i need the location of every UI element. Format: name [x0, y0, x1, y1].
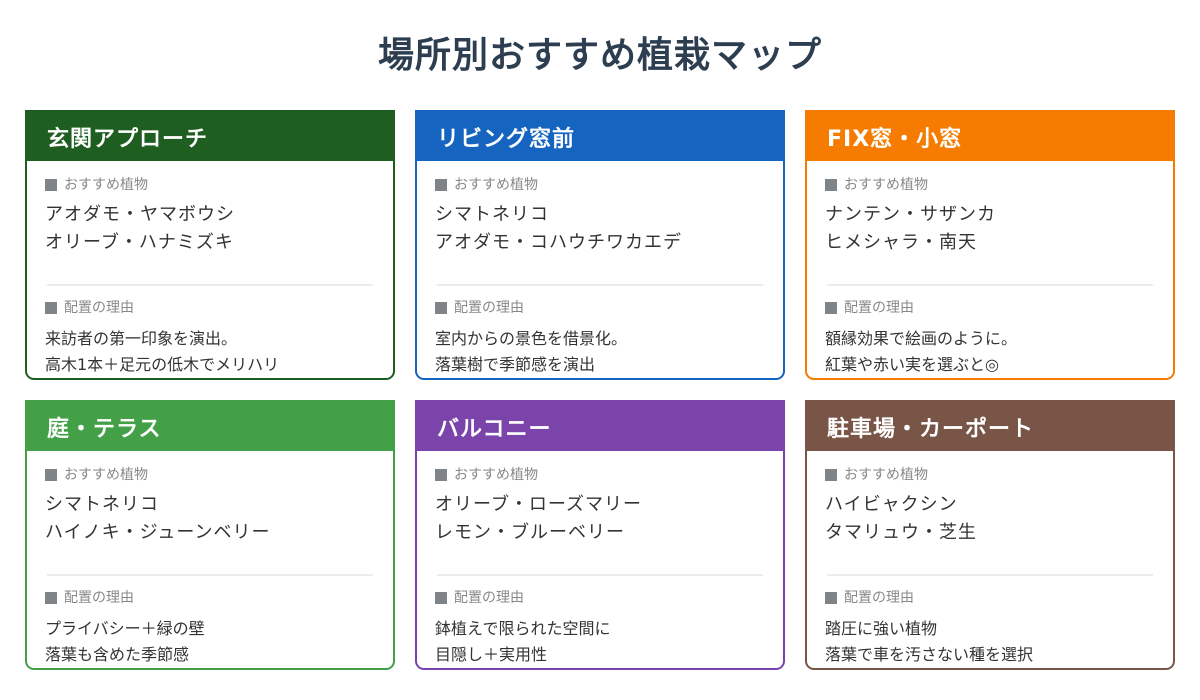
square-bullet-icon — [45, 179, 57, 191]
plants-label: おすすめ植物 — [435, 175, 765, 195]
card-grid: 玄関アプローチ おすすめ植物 アオダモ・ヤマボウシ オリーブ・ハナミズキ 配置の… — [25, 110, 1175, 670]
reason-line: 紅葉や赤い実を選ぶと◎ — [825, 355, 999, 374]
plants-label: おすすめ植物 — [45, 465, 375, 485]
plant-line: ヒメシャラ・南天 — [825, 232, 977, 253]
plant-line: レモン・ブルーベリー — [435, 522, 625, 543]
card-header: 駐車場・カーポート — [807, 402, 1173, 451]
reason-label: 配置の理由 — [435, 298, 765, 318]
location-card-balcony: バルコニー おすすめ植物 オリーブ・ローズマリー レモン・ブルーベリー 配置の理… — [415, 400, 785, 670]
square-bullet-icon — [435, 179, 447, 191]
square-bullet-icon — [45, 469, 57, 481]
plant-list: ハイビャクシン タマリュウ・芝生 — [825, 491, 1155, 555]
reason-label: 配置の理由 — [45, 298, 375, 318]
plants-label: おすすめ植物 — [45, 175, 375, 195]
square-bullet-icon — [435, 302, 447, 314]
plant-list: ナンテン・サザンカ ヒメシャラ・南天 — [825, 201, 1155, 265]
reason-label: 配置の理由 — [825, 298, 1155, 318]
plants-label: おすすめ植物 — [825, 465, 1155, 485]
divider — [827, 574, 1153, 576]
square-bullet-icon — [825, 592, 837, 604]
location-card-entrance: 玄関アプローチ おすすめ植物 アオダモ・ヤマボウシ オリーブ・ハナミズキ 配置の… — [25, 110, 395, 380]
square-bullet-icon — [435, 469, 447, 481]
location-card-living-window: リビング窓前 おすすめ植物 シマトネリコ アオダモ・コハウチワカエデ 配置の理由… — [415, 110, 785, 380]
location-card-garden-terrace: 庭・テラス おすすめ植物 シマトネリコ ハイノキ・ジューンベリー 配置の理由 プ… — [25, 400, 395, 670]
reason-line: 額縁効果で絵画のように。 — [825, 329, 1018, 348]
reason-line: プライバシー＋緑の壁 — [45, 619, 205, 638]
plant-line: タマリュウ・芝生 — [825, 522, 977, 543]
reason-text: 室内からの景色を借景化。 落葉樹で季節感を演出 — [435, 326, 765, 378]
reason-label: 配置の理由 — [435, 588, 765, 608]
reason-line: 目隠し＋実用性 — [435, 645, 548, 664]
plants-label: おすすめ植物 — [435, 465, 765, 485]
plant-list: シマトネリコ ハイノキ・ジューンベリー — [45, 491, 375, 555]
square-bullet-icon — [825, 179, 837, 191]
divider — [437, 574, 763, 576]
reason-line: 落葉も含めた季節感 — [45, 645, 190, 664]
location-card-fix-window: FIX窓・小窓 おすすめ植物 ナンテン・サザンカ ヒメシャラ・南天 配置の理由 … — [805, 110, 1175, 380]
plant-line: ナンテン・サザンカ — [825, 204, 996, 225]
reason-line: 落葉樹で季節感を演出 — [435, 355, 596, 374]
divider — [47, 574, 373, 576]
plant-list: オリーブ・ローズマリー レモン・ブルーベリー — [435, 491, 765, 555]
reason-line: 来訪者の第一印象を演出。 — [45, 329, 238, 348]
plant-list: アオダモ・ヤマボウシ オリーブ・ハナミズキ — [45, 201, 375, 265]
reason-text: 踏圧に強い植物 落葉で車を汚さない種を選択 — [825, 616, 1155, 668]
square-bullet-icon — [825, 302, 837, 314]
divider — [47, 284, 373, 286]
reason-line: 落葉で車を汚さない種を選択 — [825, 645, 1034, 664]
plant-line: ハイビャクシン — [825, 494, 958, 515]
plants-label: おすすめ植物 — [825, 175, 1155, 195]
reason-line: 踏圧に強い植物 — [825, 619, 938, 638]
plant-line: ハイノキ・ジューンベリー — [45, 522, 271, 543]
square-bullet-icon — [435, 592, 447, 604]
card-header: バルコニー — [417, 402, 783, 451]
divider — [827, 284, 1153, 286]
plant-line: シマトネリコ — [45, 494, 159, 515]
reason-text: 鉢植えで限られた空間に 目隠し＋実用性 — [435, 616, 765, 668]
location-card-parking-carport: 駐車場・カーポート おすすめ植物 ハイビャクシン タマリュウ・芝生 配置の理由 … — [805, 400, 1175, 670]
page-title: 場所別おすすめ植栽マップ — [377, 35, 822, 76]
card-header: リビング窓前 — [417, 112, 783, 161]
plant-line: オリーブ・ハナミズキ — [45, 232, 234, 253]
square-bullet-icon — [45, 302, 57, 314]
card-header: 玄関アプローチ — [27, 112, 393, 161]
reason-label: 配置の理由 — [45, 588, 375, 608]
plant-line: アオダモ・コハウチワカエデ — [435, 232, 682, 253]
plant-list: シマトネリコ アオダモ・コハウチワカエデ — [435, 201, 765, 265]
divider — [437, 284, 763, 286]
square-bullet-icon — [45, 592, 57, 604]
plant-line: オリーブ・ローズマリー — [435, 494, 643, 515]
card-header: FIX窓・小窓 — [807, 112, 1173, 161]
plant-line: アオダモ・ヤマボウシ — [45, 204, 235, 225]
reason-line: 鉢植えで限られた空間に — [435, 619, 611, 638]
reason-label: 配置の理由 — [825, 588, 1155, 608]
reason-line: 高木1本＋足元の低木でメリハリ — [45, 355, 280, 374]
card-header: 庭・テラス — [27, 402, 393, 451]
reason-line: 室内からの景色を借景化。 — [435, 329, 628, 348]
plant-line: シマトネリコ — [435, 204, 549, 225]
reason-text: プライバシー＋緑の壁 落葉も含めた季節感 — [45, 616, 375, 668]
reason-text: 来訪者の第一印象を演出。 高木1本＋足元の低木でメリハリ — [45, 326, 375, 378]
square-bullet-icon — [825, 469, 837, 481]
reason-text: 額縁効果で絵画のように。 紅葉や赤い実を選ぶと◎ — [825, 326, 1155, 378]
